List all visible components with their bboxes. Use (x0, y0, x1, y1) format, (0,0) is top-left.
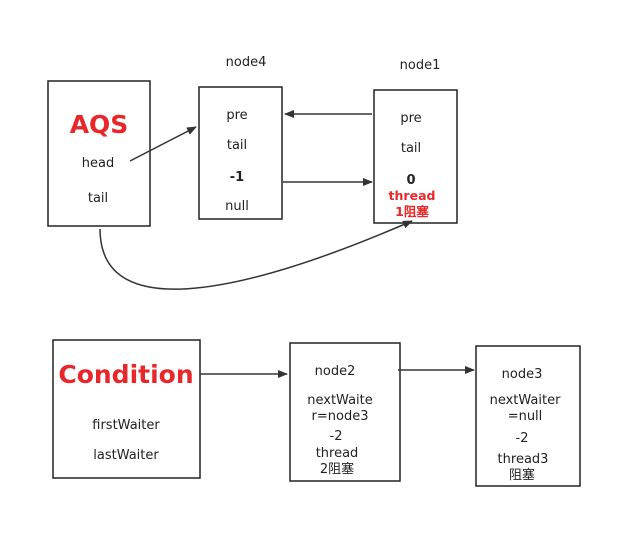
node3-wait-status: -2 (516, 431, 529, 446)
node1-box-border (373, 89, 458, 224)
node2-box: node2 nextWaite r=node3 -2 thread 2阻塞 (289, 342, 401, 482)
node4-wait-status: -1 (230, 170, 244, 185)
aqs-box: AQS head tail (47, 80, 151, 227)
node1-name: node1 (400, 58, 441, 73)
node2-box-border (289, 342, 401, 482)
node3-status-label: 阻塞 (509, 467, 535, 483)
node2-wait-status: -2 (330, 429, 343, 444)
condition-box: Condition firstWaiter lastWaiter (52, 339, 201, 479)
node1-wait-status: 0 (406, 173, 415, 188)
node2-name: node2 (315, 364, 356, 379)
head-to-node4-arrow (129, 126, 197, 162)
node4-tail-label: tail (227, 138, 247, 153)
node3-name: node3 (502, 367, 543, 382)
node3-next-waiter-line1: nextWaiter (490, 393, 561, 408)
node4-pre-label: pre (226, 108, 247, 123)
node2-thread-label: thread (316, 446, 359, 461)
aqs-title: AQS (70, 110, 129, 139)
node4-name: node4 (226, 55, 267, 70)
node1-status-label: 1阻塞 (395, 204, 429, 219)
aqs-head-label: head (82, 156, 114, 171)
node3-box: node3 nextWaiter =null -2 thread3 阻塞 (475, 345, 581, 487)
node2-next-waiter-line2: r=node3 (312, 409, 369, 424)
node1-thread-label: thread (389, 188, 436, 203)
node3-thread-label: thread3 (498, 452, 549, 467)
node3-box-border (475, 345, 581, 487)
node3-next-waiter-line2: =null (508, 409, 543, 424)
node4-box: pre tail -1 null (198, 86, 283, 220)
tail-to-node1-arrow (99, 220, 413, 290)
node1-tail-label: tail (401, 141, 421, 156)
node2-next-waiter-line1: nextWaite (307, 393, 373, 408)
condition-first-waiter-label: firstWaiter (92, 418, 160, 433)
node4-null-label: null (225, 199, 249, 214)
condition-title: Condition (58, 360, 193, 389)
condition-last-waiter-label: lastWaiter (93, 448, 159, 463)
node1-box: pre tail 0 thread 1阻塞 (373, 89, 458, 224)
node1-pre-label: pre (400, 111, 421, 126)
aqs-box-border (47, 80, 151, 227)
condition-box-border (52, 339, 201, 479)
node4-box-border (198, 86, 283, 220)
node2-status-label: 2阻塞 (320, 461, 354, 477)
aqs-tail-label: tail (88, 191, 108, 206)
